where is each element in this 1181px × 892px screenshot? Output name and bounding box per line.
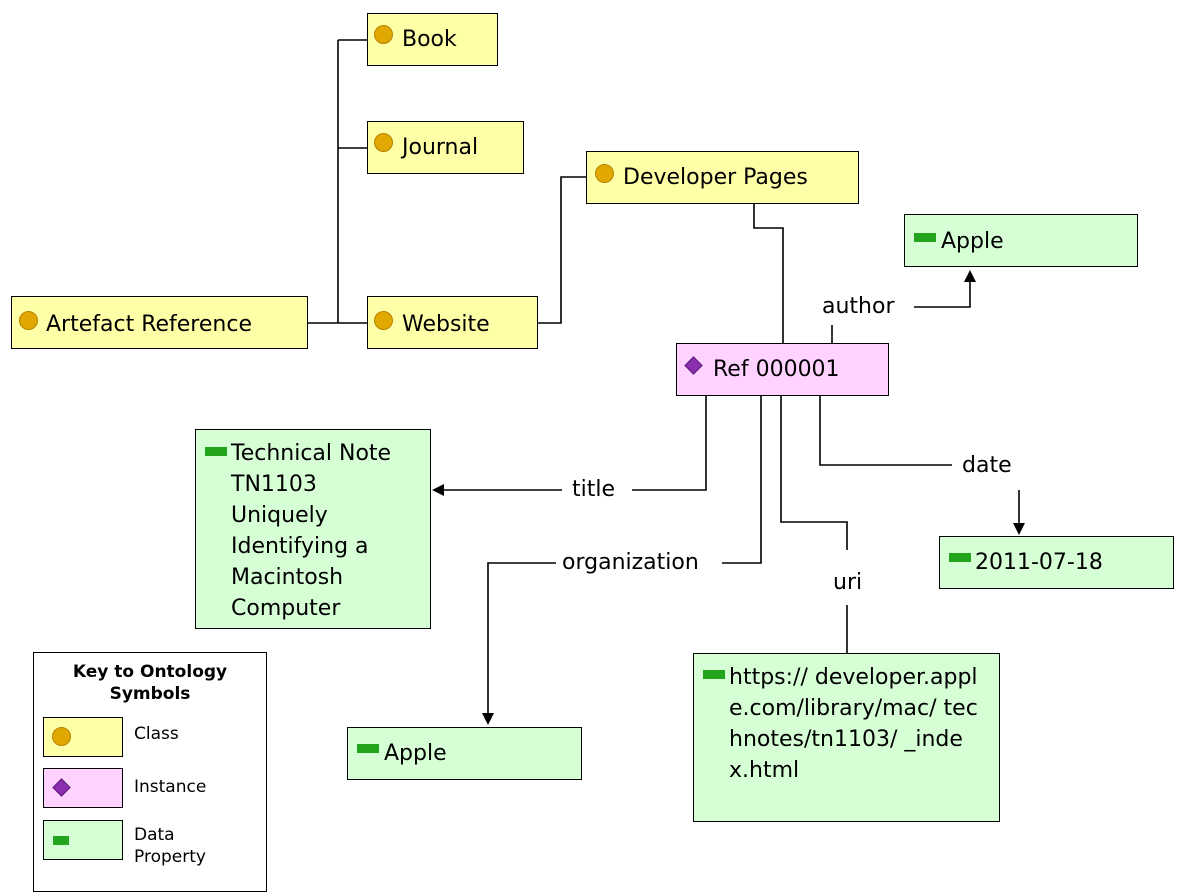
legend-instance-swatch bbox=[43, 768, 123, 808]
class-node-journal: Journal bbox=[367, 121, 524, 174]
edge-website-developer bbox=[538, 176, 587, 324]
edge-date-a bbox=[819, 396, 952, 466]
instance-label: Ref 000001 bbox=[713, 357, 840, 382]
legend-class-swatch bbox=[43, 717, 123, 757]
circle-icon bbox=[374, 25, 393, 44]
class-node-artefact-reference: Artefact Reference bbox=[11, 296, 308, 349]
legend-title: Key to Ontology Symbols bbox=[72, 662, 228, 704]
edge-developer-instance bbox=[753, 203, 784, 343]
class-label: Developer Pages bbox=[623, 165, 808, 190]
rectangle-icon bbox=[703, 670, 725, 679]
edge-organization-b bbox=[482, 562, 556, 725]
relation-label-title: title bbox=[568, 477, 620, 503]
legend-instance-label: Instance bbox=[134, 777, 207, 797]
class-node-book: Book bbox=[367, 13, 498, 66]
circle-icon bbox=[374, 133, 393, 152]
rectangle-icon bbox=[357, 744, 379, 753]
relation-label-author: author bbox=[818, 294, 899, 320]
diamond-icon bbox=[52, 778, 71, 797]
rectangle-icon bbox=[53, 836, 69, 845]
diamond-icon bbox=[684, 356, 703, 375]
data-property-author-apple: Apple bbox=[904, 214, 1138, 267]
edge-author-b bbox=[914, 270, 976, 308]
circle-icon bbox=[19, 311, 38, 330]
relation-label-organization: organization bbox=[558, 550, 703, 576]
circle-icon bbox=[52, 727, 71, 746]
circle-icon bbox=[374, 311, 393, 330]
data-property-organization-apple: Apple bbox=[347, 727, 582, 780]
data-property-value: Apple bbox=[941, 229, 1004, 254]
rectangle-icon bbox=[914, 233, 936, 242]
data-property-value: https:// developer.apple.com/library/mac… bbox=[729, 665, 978, 783]
data-property-uri: https:// developer.apple.com/library/mac… bbox=[693, 653, 1000, 822]
class-node-website: Website bbox=[367, 296, 538, 349]
edge-title-a bbox=[632, 396, 707, 491]
class-label: Website bbox=[402, 312, 490, 337]
relation-label-date: date bbox=[958, 453, 1016, 479]
legend-data-property-swatch bbox=[43, 820, 123, 860]
rectangle-icon bbox=[949, 553, 971, 562]
edge-uri-a bbox=[780, 396, 848, 550]
class-label: Journal bbox=[402, 135, 479, 160]
circle-icon bbox=[595, 164, 614, 183]
relation-label-uri: uri bbox=[829, 570, 867, 596]
class-label: Book bbox=[402, 27, 457, 52]
instance-node-ref: Ref 000001 bbox=[676, 343, 889, 396]
data-property-value: Technical Note TN1103 Uniquely Identifyi… bbox=[231, 441, 392, 621]
data-property-date: 2011-07-18 bbox=[939, 536, 1174, 589]
class-node-developer-pages: Developer Pages bbox=[586, 151, 859, 204]
edge-organization-a bbox=[722, 396, 762, 564]
rectangle-icon bbox=[205, 447, 227, 456]
data-property-title: Technical Note TN1103 Uniquely Identifyi… bbox=[195, 429, 431, 629]
legend-data-property-label: Data Property bbox=[134, 825, 206, 867]
class-label: Artefact Reference bbox=[46, 312, 252, 337]
legend: Key to Ontology Symbols Class Instance D… bbox=[33, 652, 267, 892]
legend-class-label: Class bbox=[134, 724, 179, 744]
data-property-value: Apple bbox=[384, 741, 447, 766]
data-property-value: 2011-07-18 bbox=[975, 550, 1103, 575]
